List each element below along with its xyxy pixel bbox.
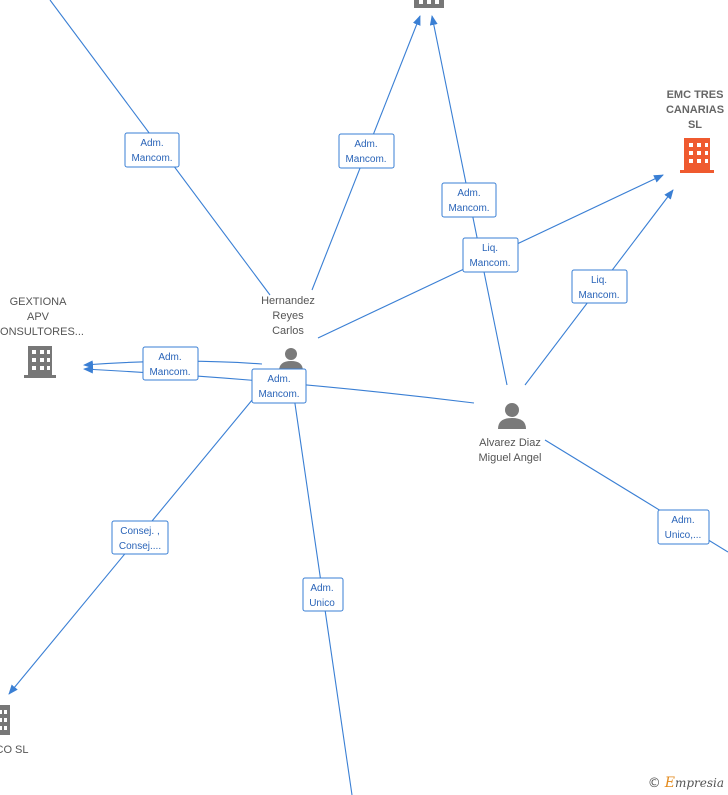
edge-label-line1: Consej. , [120, 526, 159, 537]
company-node-gextiona[interactable]: GEXTIONA APV CONSULTORES... [0, 296, 84, 378]
emc-label-line3: SL [688, 119, 702, 131]
person-node-hernandez[interactable]: Hernandez Reyes Carlos [261, 295, 315, 371]
edge-label-adm-unico-right[interactable]: Adm. Unico,... [657, 509, 710, 545]
hernandez-label-line3: Carlos [272, 325, 304, 337]
gextiona-label-line2: APV [27, 311, 50, 323]
building-icon [680, 138, 714, 173]
top-company-building-icon[interactable] [414, 0, 444, 8]
edge-label-line1: Adm. [140, 138, 163, 149]
edge-label-line1: Adm. [671, 515, 694, 526]
building-icon [0, 705, 10, 735]
emc-label-line2: CANARIAS [666, 104, 724, 116]
edge-label-line1: Adm. [457, 188, 480, 199]
copyright-symbol: © [647, 775, 661, 791]
company-node-emc[interactable]: EMC TRES CANARIAS SL [666, 89, 724, 173]
gextiona-label-line3: CONSULTORES... [0, 326, 84, 338]
footer-brand: © Empresia [648, 775, 724, 791]
edge-label-line2: Unico [309, 598, 335, 609]
edge-label-line2: Mancom. [345, 154, 386, 165]
edge-label-line2: Mancom. [448, 203, 489, 214]
edge-label-line2: Mancom. [578, 290, 619, 301]
edge-label-top-left-adm[interactable]: Adm. Mancom. [124, 132, 180, 168]
edge-label-line1: Adm. [310, 583, 333, 594]
emc-label-line1: EMC TRES [667, 89, 724, 101]
edge-label-line2: Unico,... [665, 530, 702, 541]
edge-label-line2: Mancom. [469, 258, 510, 269]
edge-label-line2: Consej.... [119, 541, 161, 552]
person-icon [498, 403, 526, 429]
bottom-left-label: CO SL [0, 744, 29, 756]
edge-label-consej[interactable]: Consej. , Consej.... [111, 520, 169, 555]
alvarez-label-line2: Miguel Angel [479, 452, 542, 464]
person-icon [279, 348, 303, 371]
alvarez-label-line1: Alvarez Diaz [479, 437, 541, 449]
person-node-alvarez[interactable]: Alvarez Diaz Miguel Angel [479, 403, 542, 464]
edge-label-line1: Liq. [482, 243, 498, 254]
brand-e: E [664, 775, 675, 791]
edge-label-line1: Liq. [591, 275, 607, 286]
edge-label-line2: Mancom. [131, 153, 172, 164]
edge-label-line1: Adm. [158, 352, 181, 363]
building-icon [24, 346, 56, 378]
edge-label-line1: Adm. [354, 139, 377, 150]
edge-label-liq-right[interactable]: Liq. Mancom. [571, 269, 628, 304]
brand-rest: mpresia [674, 776, 724, 790]
empresia-logo: Empresia [665, 775, 724, 791]
gextiona-label-line1: GEXTIONA [10, 296, 68, 308]
edge-label-top-right-adm[interactable]: Adm. Mancom. [441, 182, 497, 218]
edge-label-adm-unico-bottom[interactable]: Adm. Unico [302, 577, 344, 612]
hernandez-label-line1: Hernandez [261, 295, 315, 307]
edge-label-top-mid-adm[interactable]: Adm. Mancom. [338, 133, 395, 169]
hernandez-label-line2: Reyes [272, 310, 304, 322]
edge-label-line1: Adm. [267, 374, 290, 385]
edge-label-gextiona-adm-1[interactable]: Adm. Mancom. [142, 346, 199, 381]
edge-label-gextiona-adm-2[interactable]: Adm. Mancom. [251, 368, 307, 404]
edge-label-liq-center[interactable]: Liq. Mancom. [462, 237, 519, 273]
edge-label-line2: Mancom. [149, 367, 190, 378]
edge-label-line2: Mancom. [258, 389, 299, 400]
company-node-bottom-left[interactable]: CO SL [0, 705, 29, 756]
